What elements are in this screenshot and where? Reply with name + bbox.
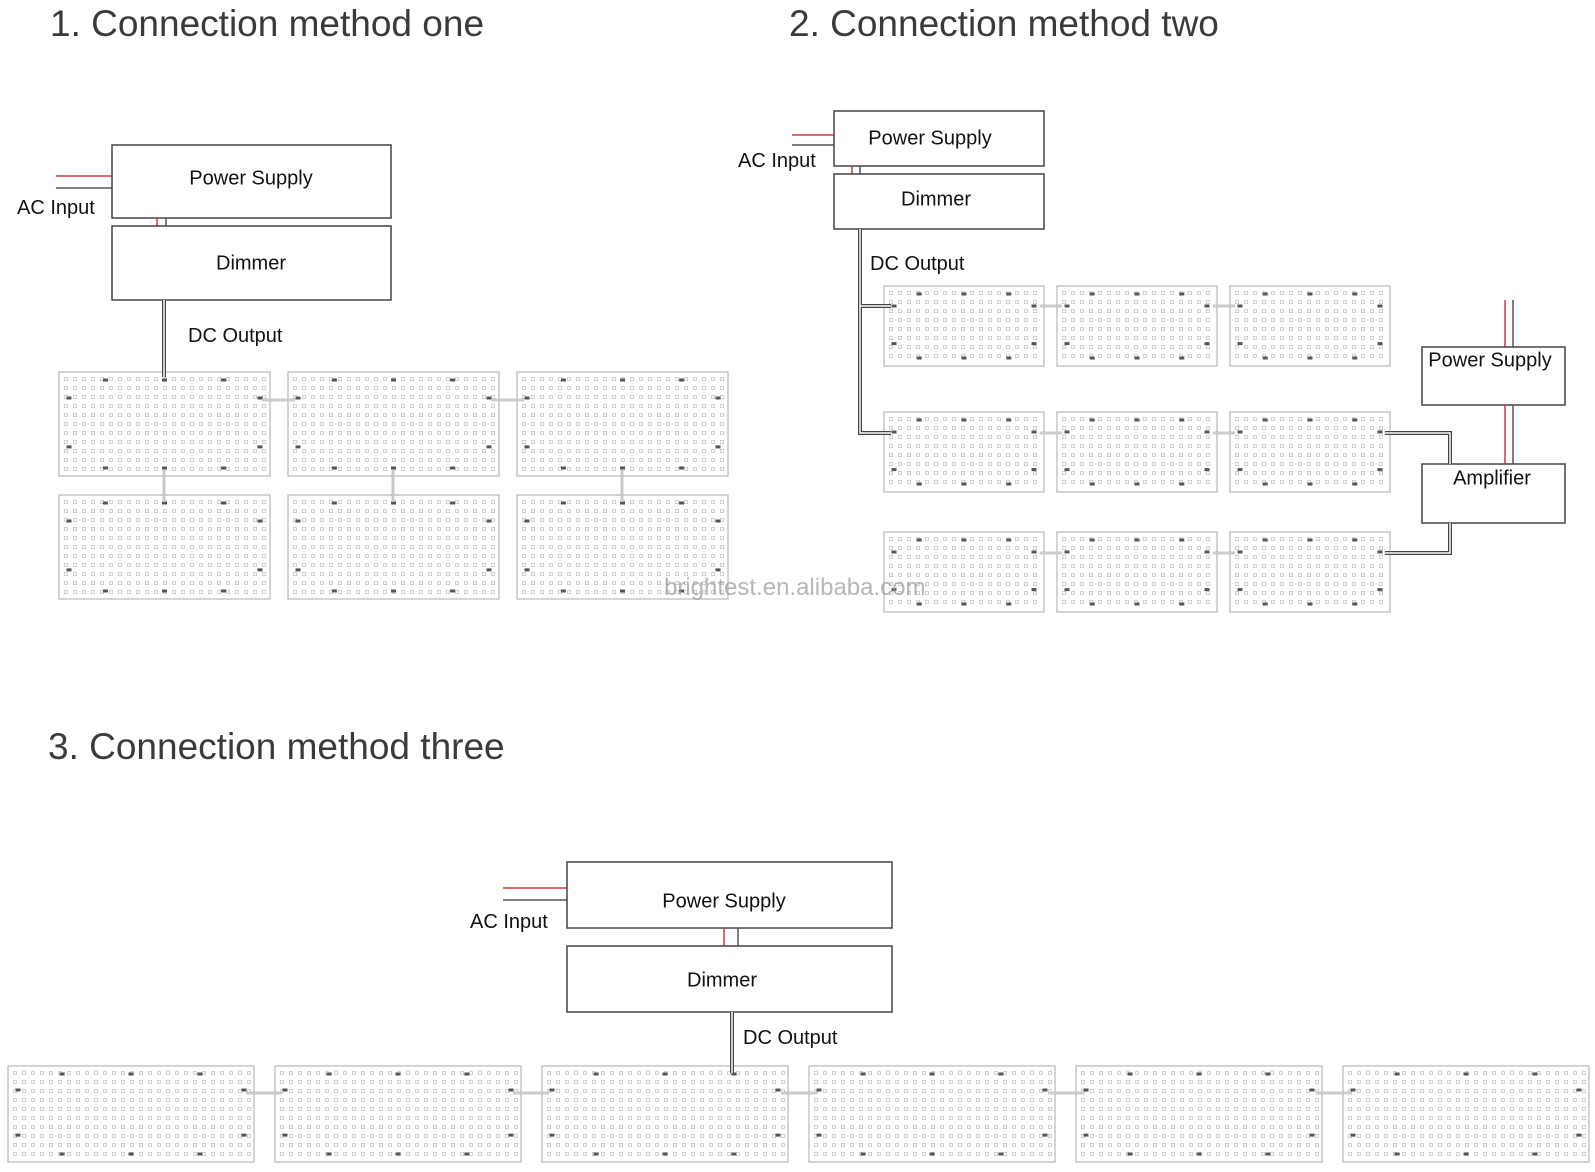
led-panel xyxy=(1056,531,1218,613)
led-panel xyxy=(287,371,500,477)
led-panel xyxy=(883,531,1045,613)
power-supply-box xyxy=(111,144,392,219)
led-panel xyxy=(1229,531,1391,613)
power-supply-box xyxy=(566,861,893,929)
dc-output-label: DC Output xyxy=(743,1027,838,1049)
second-power-supply-label: Power Supply xyxy=(1428,349,1551,371)
led-panel xyxy=(1075,1065,1323,1163)
section-three: 3. Connection method three AC Input Powe… xyxy=(48,726,1352,1095)
power-supply-label: Power Supply xyxy=(662,890,785,912)
section-two-title: 2. Connection method two xyxy=(789,3,1219,44)
ac-input-label: AC Input xyxy=(738,150,816,172)
dimmer-label: Dimmer xyxy=(216,252,286,274)
section-one-title: 1. Connection method one xyxy=(50,3,484,44)
led-panel xyxy=(58,494,271,600)
section-one: 1. Connection method one AC Input Power … xyxy=(17,3,624,502)
dimmer-box xyxy=(111,225,392,301)
led-panel xyxy=(1342,1065,1590,1163)
led-panel xyxy=(58,371,271,477)
led-panel xyxy=(541,1065,789,1163)
dimmer-label: Dimmer xyxy=(901,188,971,210)
power-supply-label: Power Supply xyxy=(868,127,991,149)
led-panel xyxy=(7,1065,255,1163)
led-panel xyxy=(1056,411,1218,493)
section-three-title: 3. Connection method three xyxy=(48,726,505,767)
second-power-supply-box xyxy=(1421,346,1566,406)
led-panel xyxy=(883,285,1045,367)
power-supply-label: Power Supply xyxy=(189,167,312,189)
dc-output-label: DC Output xyxy=(188,325,283,347)
watermark: brightest.en.alibaba.com xyxy=(664,574,926,601)
led-panel xyxy=(274,1065,522,1163)
led-panels xyxy=(7,285,1590,1163)
section-two: 2. Connection method two AC Input Power … xyxy=(738,3,1566,555)
led-panel xyxy=(1229,285,1391,367)
led-panel xyxy=(883,411,1045,493)
ac-input-label: AC Input xyxy=(470,911,548,933)
dimmer-label: Dimmer xyxy=(687,969,757,991)
led-panel xyxy=(516,494,729,600)
panel-chain-links xyxy=(162,398,624,502)
led-panel xyxy=(287,494,500,600)
dimmer-box xyxy=(833,173,1045,230)
led-panel xyxy=(516,371,729,477)
led-panel xyxy=(1229,411,1391,493)
ac-input-label: AC Input xyxy=(17,197,95,219)
led-panel xyxy=(808,1065,1056,1163)
dc-output-label: DC Output xyxy=(870,253,965,275)
amplifier-box xyxy=(1421,463,1566,524)
dimmer-box xyxy=(566,945,893,1013)
panel-chain-links xyxy=(1040,304,1235,555)
led-panel xyxy=(1056,285,1218,367)
amplifier-label: Amplifier xyxy=(1453,467,1531,489)
power-supply-box xyxy=(833,110,1045,167)
